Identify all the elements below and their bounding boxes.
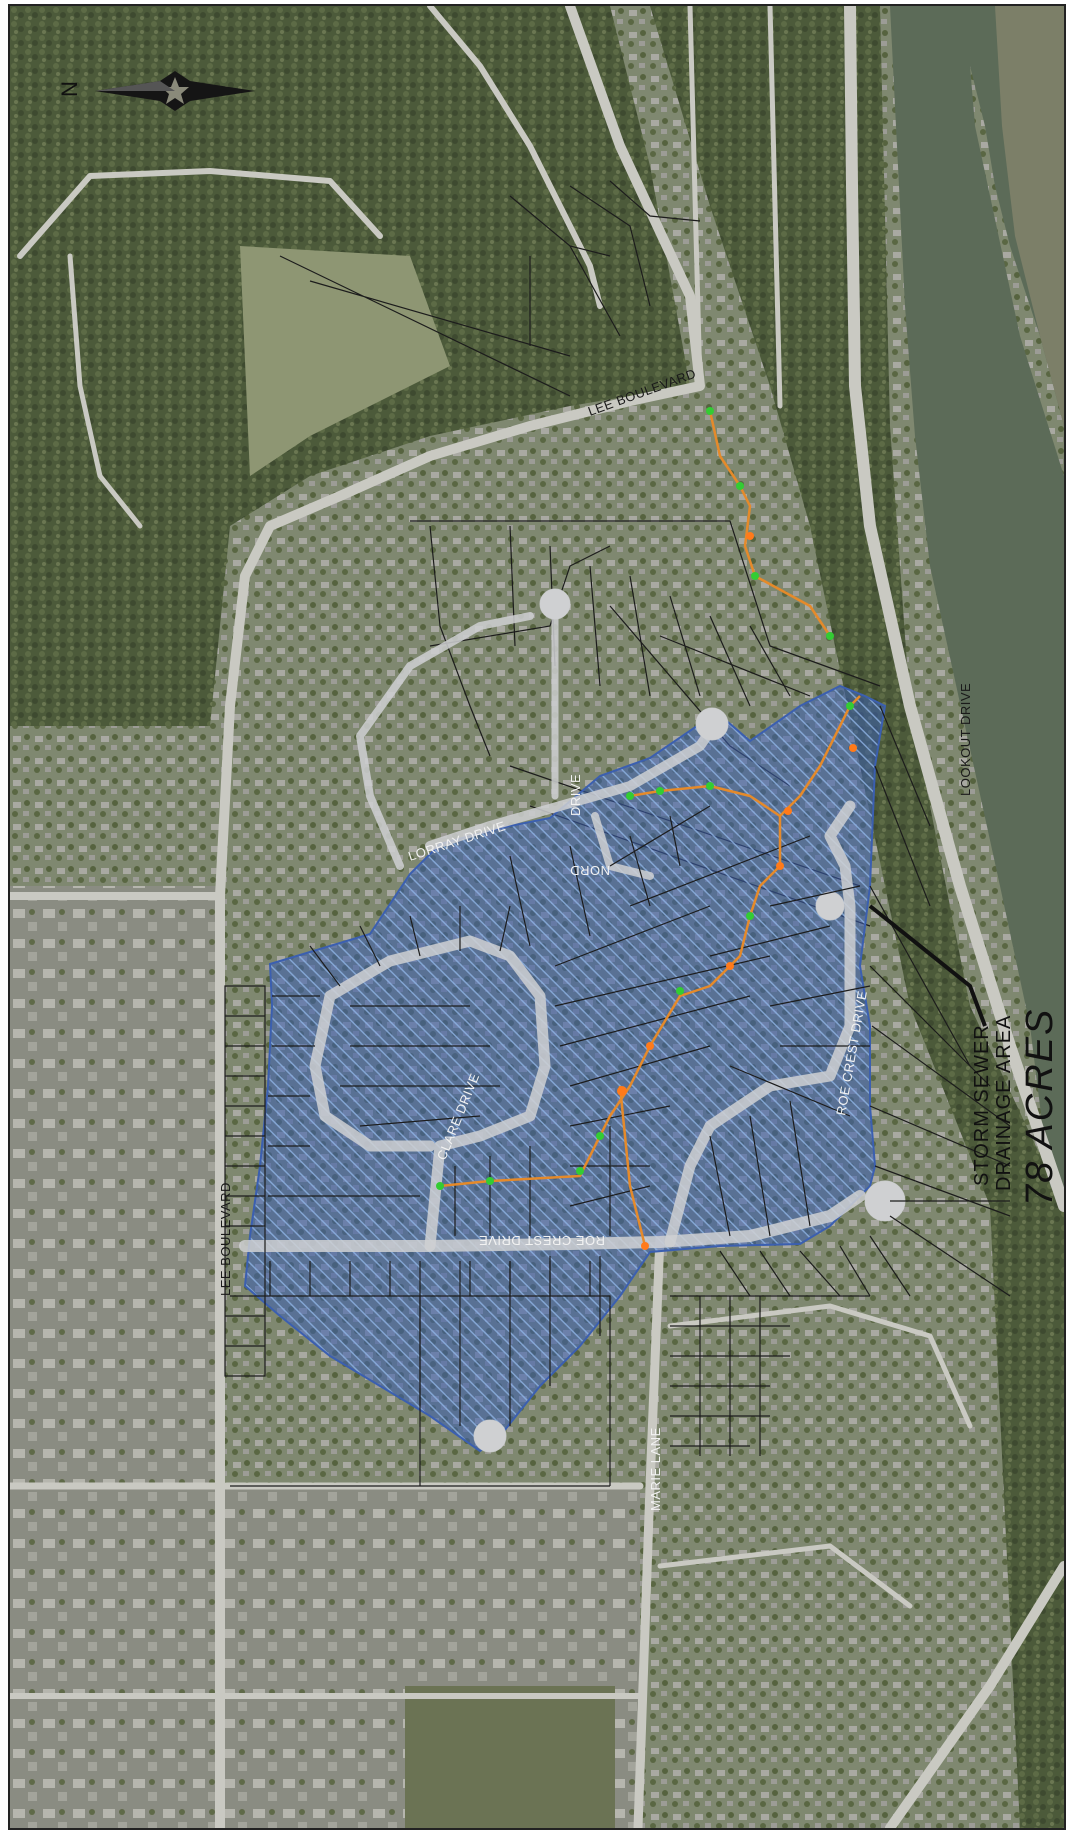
subdivision-roads — [239, 588, 906, 1453]
parcel-lines-west — [224, 985, 611, 1487]
manhole — [596, 1132, 604, 1140]
urban-southwest — [10, 886, 220, 1828]
manhole — [726, 962, 734, 970]
drainage-area-caption: STORM SEWER DRAINAGE AREA 78 ACRES — [971, 1008, 1061, 1206]
roe-crest-drive-east-road — [664, 800, 856, 1248]
marie-lane — [633, 1231, 665, 1828]
manhole — [576, 1167, 584, 1175]
manhole — [826, 632, 834, 640]
parcel-lines-subdivision — [268, 805, 871, 1426]
manhole — [736, 482, 744, 490]
large-field-south — [405, 1686, 615, 1828]
parcel-lines-north — [279, 180, 881, 927]
label-nord-drive-a: NORD — [570, 863, 610, 878]
manhole — [436, 1182, 444, 1190]
cul-de-sac-east — [815, 891, 845, 921]
manhole — [746, 912, 754, 920]
manhole — [486, 1177, 494, 1185]
lookout-drive — [844, 6, 1064, 1212]
aerial-map: LEE BOULEVARD LEE BOULEVARD LOOKOUT DRIV… — [10, 6, 1064, 1828]
north-upper-street — [427, 6, 603, 309]
sewer-branch-c — [618, 1085, 647, 1247]
label-roe-crest-drive-south: ROE CREST DRIVE — [479, 1233, 605, 1248]
manhole — [626, 792, 634, 800]
manhole — [751, 572, 759, 580]
lee-boulevard-north — [215, 6, 705, 1828]
lookout-drive-south — [885, 1561, 1064, 1828]
manhole — [706, 407, 714, 415]
manhole — [706, 782, 714, 790]
clare-drive-road — [309, 935, 551, 1252]
river — [890, 6, 1064, 1206]
north-residential-loop — [17, 168, 383, 259]
label-nord-drive-b: DRIVE — [568, 774, 583, 816]
parcel-lines-east — [670, 705, 1011, 1456]
southeast-streets — [657, 1303, 973, 1609]
drainage-caption-line1: STORM SEWER — [971, 1024, 993, 1186]
drainage-caption-line2: DRAINAGE AREA — [993, 1015, 1015, 1191]
manhole — [617, 1086, 627, 1096]
manhole — [641, 1242, 649, 1250]
drainage-area-leader — [868, 904, 987, 1027]
manhole — [784, 807, 792, 815]
northeast-streets — [687, 6, 783, 409]
manhole — [846, 702, 854, 710]
manhole — [776, 862, 784, 870]
manhole — [849, 744, 857, 752]
manhole — [656, 787, 664, 795]
label-lee-boulevard-west: LEE BOULEVARD — [218, 1182, 233, 1296]
sewer-main — [708, 410, 832, 637]
manhole — [676, 987, 684, 995]
label-marie-lane: MARIE LANE — [648, 1427, 663, 1511]
manhole — [646, 1042, 654, 1050]
drainage-acreage: 78 ACRES — [1019, 1008, 1061, 1206]
aerial-map-frame: LEE BOULEVARD LEE BOULEVARD LOOKOUT DRIV… — [8, 4, 1066, 1830]
open-field — [240, 246, 450, 476]
northwest-street — [67, 253, 143, 529]
lorray-drive-west — [356, 612, 534, 870]
north-label: N — [57, 81, 82, 97]
lorray-drive-road — [425, 719, 720, 851]
manholes — [436, 407, 857, 1250]
cul-de-sac-north — [695, 707, 729, 741]
river-east-bank — [995, 6, 1064, 426]
cul-de-sac-school — [473, 1419, 507, 1453]
manhole — [746, 532, 754, 540]
label-lookout-drive: LOOKOUT DRIVE — [958, 683, 973, 796]
north-arrow-star-icon: N — [57, 71, 255, 111]
